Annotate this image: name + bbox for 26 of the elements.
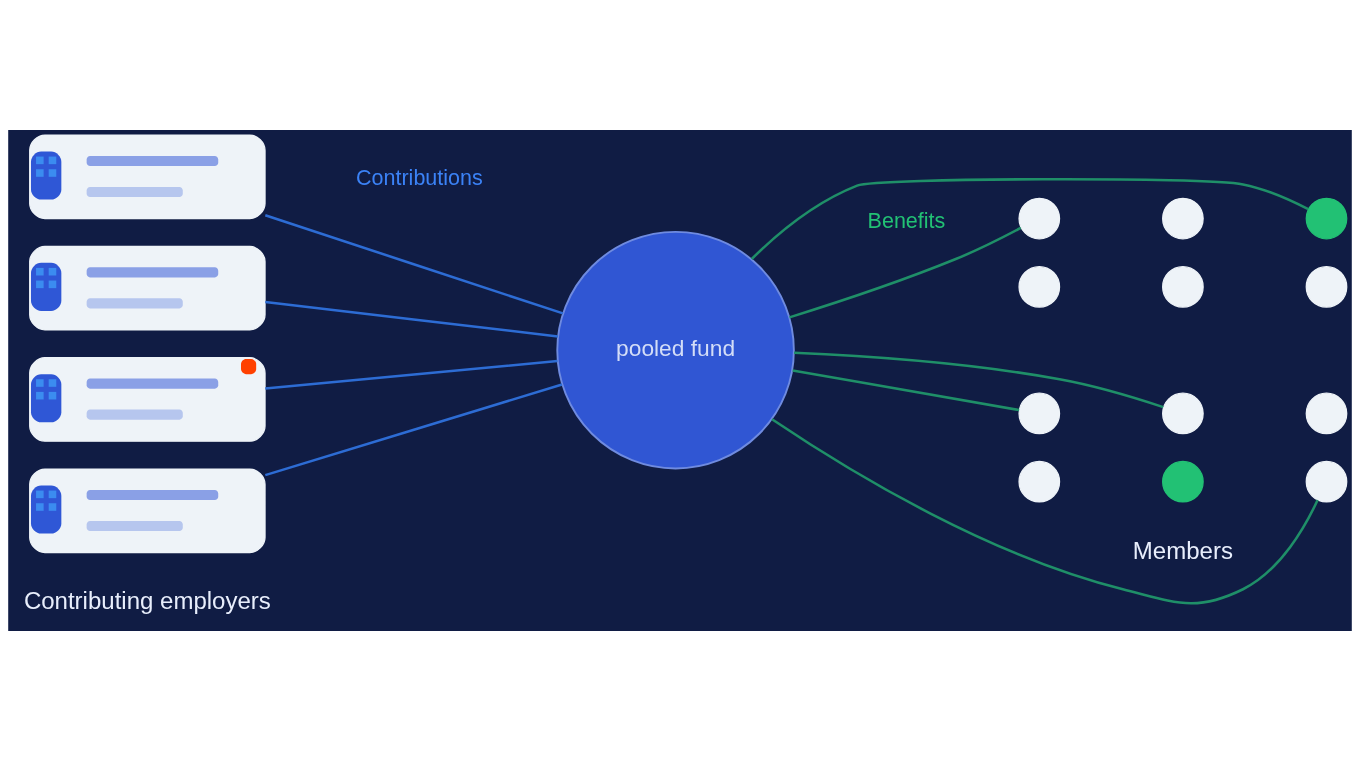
node-circle bbox=[1305, 197, 1348, 239]
label: Benefits bbox=[867, 208, 946, 233]
connector bbox=[264, 213, 564, 315]
connector bbox=[789, 226, 1022, 319]
label: Contributions bbox=[356, 165, 483, 190]
node-circle bbox=[1162, 197, 1204, 239]
node-circle bbox=[1162, 265, 1204, 308]
node-circle bbox=[1018, 460, 1061, 503]
node-circle: pooled fund bbox=[556, 230, 795, 469]
label: Contributing employers bbox=[23, 586, 271, 614]
node-circle bbox=[1305, 460, 1348, 503]
node-circle bbox=[1305, 392, 1348, 434]
node-circle bbox=[1162, 460, 1204, 503]
node-circle bbox=[1305, 265, 1348, 308]
connector bbox=[265, 359, 558, 390]
connector bbox=[793, 351, 1164, 408]
connector bbox=[265, 300, 559, 338]
connector bbox=[750, 177, 1309, 260]
node-circle bbox=[1018, 392, 1061, 434]
node-circle bbox=[1162, 392, 1204, 434]
connector bbox=[264, 382, 563, 476]
node-circle bbox=[1018, 265, 1061, 308]
connector bbox=[771, 417, 1319, 604]
label: Members bbox=[1132, 536, 1233, 564]
node-circle bbox=[1018, 197, 1061, 239]
connector bbox=[792, 368, 1020, 411]
